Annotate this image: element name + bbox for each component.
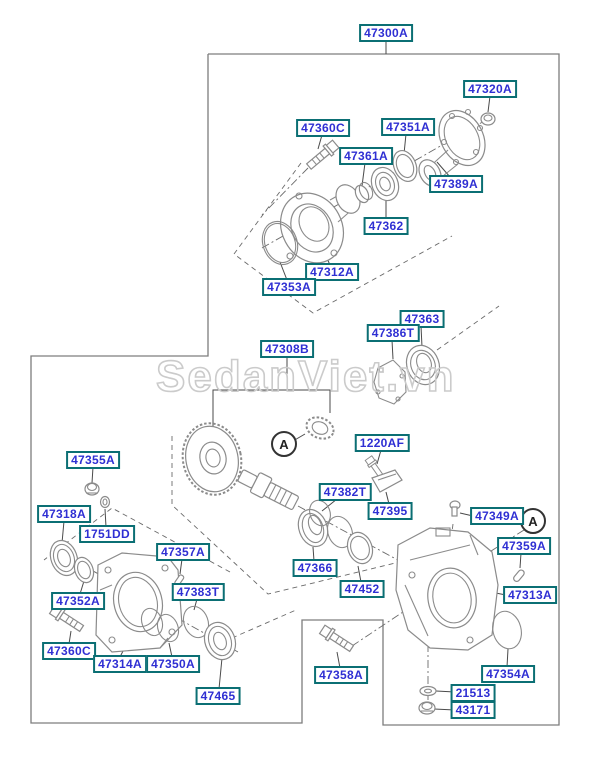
part-label-1220AF[interactable]: 1220AF [354, 434, 410, 452]
part-label-47351A[interactable]: 47351A [381, 118, 435, 136]
gasket-47386T-drawing [373, 359, 407, 405]
flange-47389A-drawing [418, 108, 486, 187]
part-label-47366[interactable]: 47366 [292, 559, 338, 577]
part-label-47452[interactable]: 47452 [339, 580, 385, 598]
pinion-gear-head-drawing [305, 416, 335, 440]
oring-mid-drawing [326, 515, 354, 549]
oring-47354A-drawing [492, 610, 522, 650]
part-label-47320A[interactable]: 47320A [463, 80, 517, 98]
oring-47353A-inner [263, 222, 297, 264]
part-label-47360C-top[interactable]: 47360C [296, 119, 350, 137]
nut-47355A-drawing [84, 482, 100, 496]
breather-47349A-drawing [449, 500, 461, 517]
part-label-47357A[interactable]: 47357A [156, 543, 210, 561]
part-label-47395[interactable]: 47395 [367, 502, 413, 520]
part-label-47359A[interactable]: 47359A [497, 537, 551, 555]
gasket-21513-drawing [419, 685, 437, 697]
bearing-47363-drawing [405, 344, 441, 386]
axis-line-bolt-47358A [351, 605, 413, 647]
part-label-47465[interactable]: 47465 [195, 687, 241, 705]
part-label-47349A[interactable]: 47349A [470, 507, 524, 525]
rear-housing-47313A-drawing [395, 527, 499, 651]
ring-gear-drawing [181, 422, 243, 496]
seal-47351A-drawing [392, 150, 418, 182]
part-label-47318A[interactable]: 47318A [37, 505, 91, 523]
plug-43171-drawing [418, 701, 436, 715]
bearing-47366-drawing [297, 508, 329, 548]
bearing-47362-drawing [370, 166, 400, 202]
spacer-47361A-drawing [354, 181, 374, 204]
part-label-1751DD[interactable]: 1751DD [79, 525, 135, 543]
seal-47465-drawing [203, 621, 237, 661]
seal-47318A-drawing [49, 539, 79, 577]
part-label-47355A[interactable]: 47355A [66, 451, 120, 469]
part-label-47360C-bottom[interactable]: 47360C [42, 642, 96, 660]
part-label-47354A[interactable]: 47354A [481, 665, 535, 683]
part-label-47386T[interactable]: 47386T [366, 324, 420, 342]
seal-47352A-drawing [73, 556, 95, 584]
washer-1751DD-drawing [99, 495, 111, 509]
group-outline-bearing [436, 305, 500, 351]
ring-47383T-drawing [182, 605, 210, 639]
part-label-47313A[interactable]: 47313A [503, 586, 557, 604]
part-label-47361A[interactable]: 47361A [339, 147, 393, 165]
axis-line-bolt-top [261, 167, 309, 216]
part-label-47362[interactable]: 47362 [363, 217, 409, 235]
nut-47320A-drawing [480, 112, 496, 126]
bracket-47395-drawing [371, 469, 403, 493]
axis-line-marker-a [465, 529, 525, 568]
group-outline-seal [231, 609, 297, 639]
part-label-47358A[interactable]: 47358A [314, 666, 368, 684]
part-label-47363[interactable]: 47363 [399, 310, 445, 328]
part-label-47308B[interactable]: 47308B [260, 340, 314, 358]
pinion-shaft-drawing [237, 469, 299, 510]
cover-housing-47312A-drawing [279, 184, 361, 264]
part-label-47300A[interactable]: 47300A [359, 24, 413, 42]
ring-47452-drawing [346, 531, 374, 565]
ring-47350A-drawing [140, 607, 180, 643]
part-label-47389A[interactable]: 47389A [429, 175, 483, 193]
spacer-47382T-drawing [309, 499, 331, 527]
part-label-47353A[interactable]: 47353A [262, 278, 316, 296]
part-label-43171[interactable]: 43171 [450, 701, 496, 719]
part-label-47382T[interactable]: 47382T [318, 483, 372, 501]
bolt-47360C-top-drawing [305, 139, 340, 171]
bolt-47360C-bottom-drawing [48, 604, 85, 633]
pin-47359A-drawing [513, 569, 525, 583]
part-label-47352A[interactable]: 47352A [51, 592, 105, 610]
front-case-47314A-drawing [95, 552, 183, 653]
oring-47353A-drawing [261, 220, 299, 266]
bolt-47358A-drawing [318, 624, 355, 653]
bracket-47395-fold [377, 473, 397, 481]
part-label-21513[interactable]: 21513 [450, 684, 496, 702]
part-label-47314A[interactable]: 47314A [93, 655, 147, 673]
part-label-47383T[interactable]: 47383T [171, 583, 225, 601]
diagram-boundary [30, 53, 560, 726]
part-label-47312A[interactable]: 47312A [305, 263, 359, 281]
view-marker-a-1: A [271, 431, 297, 457]
part-label-47350A[interactable]: 47350A [146, 655, 200, 673]
